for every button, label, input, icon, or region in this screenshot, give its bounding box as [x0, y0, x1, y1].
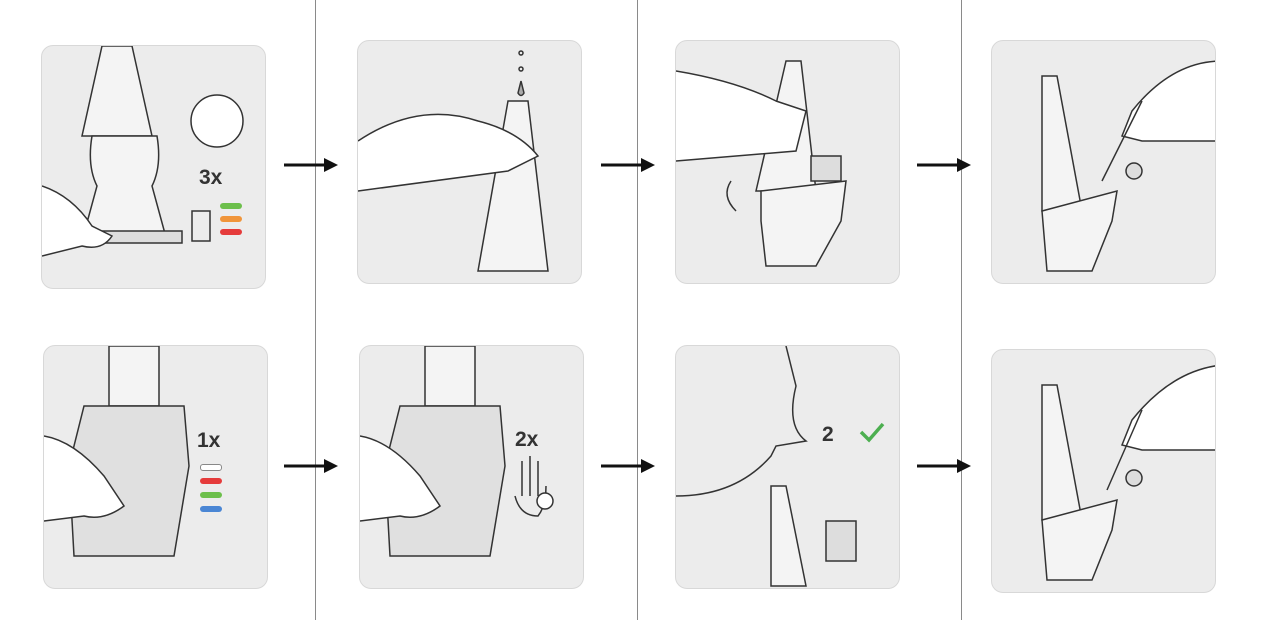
check-icon	[859, 422, 885, 443]
led-blue	[200, 506, 222, 512]
battery-green-led	[220, 203, 242, 209]
column-divider	[315, 0, 316, 620]
press-count-label: 2x	[515, 428, 539, 451]
press-count-label: 2	[822, 423, 834, 446]
arrow-right-icon	[601, 459, 655, 473]
step-inhale-panel: 2	[675, 345, 900, 589]
arrow-right-icon	[917, 459, 971, 473]
arrow-right-icon	[284, 158, 338, 172]
step-preheat-panel: 2x	[359, 345, 584, 589]
battery-orange-led	[220, 216, 242, 222]
column-divider	[961, 0, 962, 620]
column-divider	[637, 0, 638, 620]
arrow-right-icon	[284, 459, 338, 473]
step-unload-panel	[991, 349, 1216, 593]
step-load-panel	[991, 40, 1216, 284]
press-count-label: 3x	[199, 166, 223, 189]
press-count-label: 1x	[197, 429, 221, 452]
led-red	[200, 478, 222, 484]
led-white	[200, 464, 222, 471]
step-attach-panel	[675, 40, 900, 284]
step-charge-panel: 3x	[41, 45, 266, 289]
step-water-panel	[357, 40, 582, 284]
battery-red-led	[220, 229, 242, 235]
step-power-on-panel: 1x	[43, 345, 268, 589]
led-green	[200, 492, 222, 498]
arrow-right-icon	[917, 158, 971, 172]
arrow-right-icon	[601, 158, 655, 172]
